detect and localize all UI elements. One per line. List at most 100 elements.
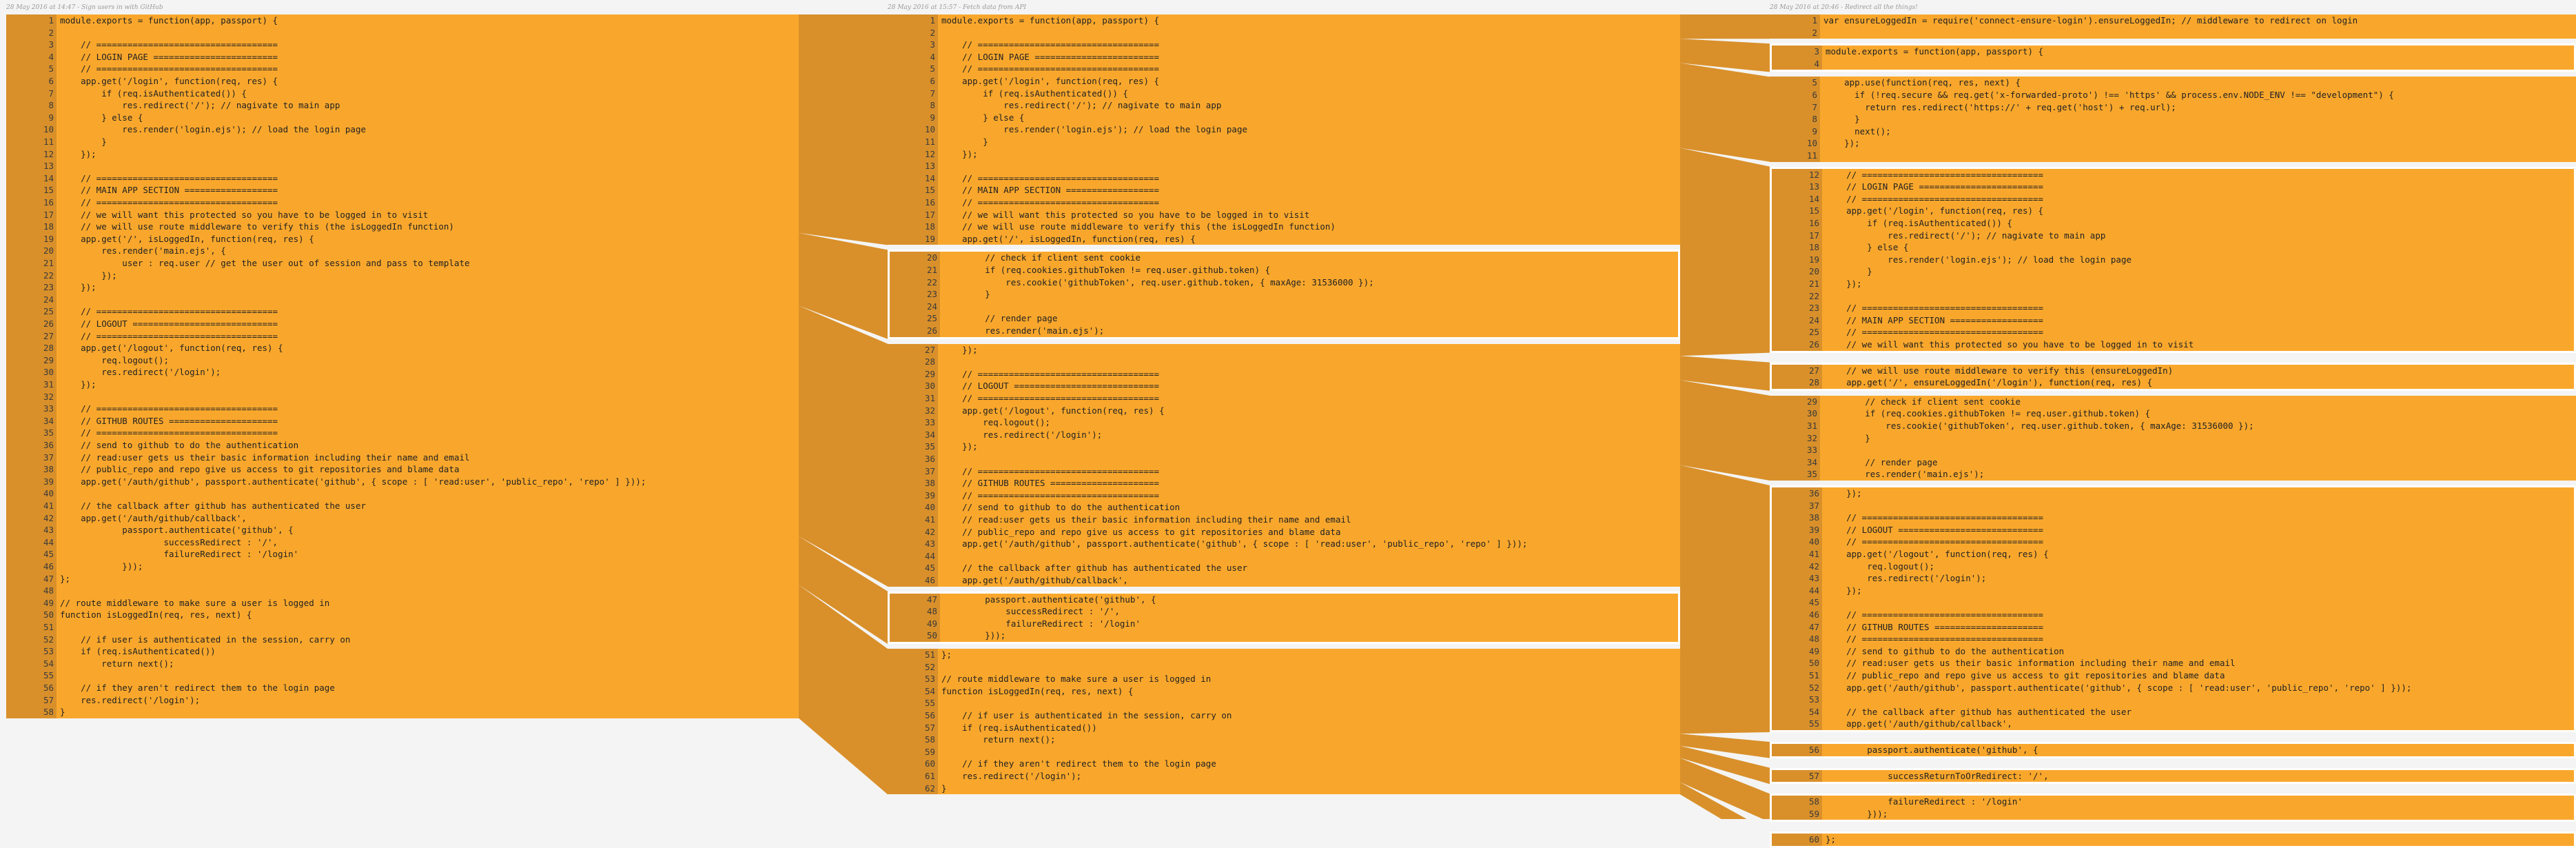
line-number: 37 xyxy=(6,451,57,464)
code-text: // route middleware to make sure a user … xyxy=(60,597,330,608)
code-line: 27 // we will use route middleware to ve… xyxy=(1772,364,2574,377)
diff-connector-ribbon xyxy=(799,14,888,245)
code-text: successRedirect : '/', xyxy=(943,606,1120,617)
code-line: 26 res.render('main.ejs'); xyxy=(890,324,1678,337)
code-line: 6 app.get('/login', function(req, res) { xyxy=(888,75,1680,88)
code-line: 10 }); xyxy=(1770,137,2576,150)
code-line: 46 app.get('/auth/github/callback', xyxy=(888,574,1680,587)
line-number: 40 xyxy=(1772,536,1822,548)
code-line: 24 xyxy=(6,293,799,306)
code-line: 17 // we will want this protected so you… xyxy=(6,208,799,221)
line-number: 18 xyxy=(1772,241,1822,254)
line-number: 56 xyxy=(1772,744,1822,756)
code-text: res.redirect('/'); // nagivate to main a… xyxy=(941,100,1222,111)
code-line: 58 failureRedirect : '/login' xyxy=(1772,796,2574,808)
code-line: 19 res.render('login.ejs'); // load the … xyxy=(1772,253,2574,266)
line-number: 17 xyxy=(888,208,938,221)
line-number: 41 xyxy=(1772,548,1822,561)
code-text: } xyxy=(1823,114,1860,125)
code-line: 48 xyxy=(6,585,799,597)
code-line: 13 xyxy=(6,160,799,172)
line-number: 25 xyxy=(6,305,57,318)
line-number: 38 xyxy=(888,477,938,489)
code-line: 55 xyxy=(6,669,799,682)
code-line: 23 }); xyxy=(6,281,799,294)
line-number: 14 xyxy=(888,172,938,185)
line-number: 53 xyxy=(1772,694,1822,706)
code-line: 27 // ==================================… xyxy=(6,330,799,343)
code-line: 14 // ==================================… xyxy=(888,172,1680,185)
code-line: 41 app.get('/logout', function(req, res)… xyxy=(1772,548,2574,561)
code-text: app.get('/', isLoggedIn, function(req, r… xyxy=(941,233,1196,244)
line-number: 54 xyxy=(1772,705,1822,718)
code-line: 40 // send to github to do the authentic… xyxy=(888,501,1680,514)
line-number: 23 xyxy=(890,288,940,301)
code-line: 47 // GITHUB ROUTES ====================… xyxy=(1772,620,2574,634)
line-number: 47 xyxy=(890,593,940,606)
code-line: 36 xyxy=(888,452,1680,465)
line-number: 28 xyxy=(1772,376,1822,389)
code-line: 39 app.get('/auth/github', passport.auth… xyxy=(6,475,799,488)
code-line: 13 // LOGIN PAGE =======================… xyxy=(1772,181,2574,193)
code-line: 44 successRedirect : '/', xyxy=(6,536,799,549)
code-line: 52 // if user is authenticated in the se… xyxy=(6,633,799,646)
code-line: 22 xyxy=(1772,290,2574,303)
diff-connector-ribbon xyxy=(1680,39,1770,72)
code-line: 48 successRedirect : '/', xyxy=(890,605,1678,618)
code-text: // =================================== xyxy=(941,465,1160,476)
diff-connector-ribbon xyxy=(1680,14,1770,39)
code-line: 39 // ==================================… xyxy=(888,489,1680,502)
line-number: 11 xyxy=(888,136,938,148)
code-text: } else { xyxy=(60,112,143,123)
line-number: 43 xyxy=(1772,572,1822,585)
line-number: 14 xyxy=(6,172,57,185)
code-text: // send to github to do the authenticati… xyxy=(941,502,1180,513)
code-line: 31 res.cookie('githubToken', req.user.gi… xyxy=(1770,419,2576,432)
line-number: 48 xyxy=(890,605,940,618)
code-text: }); xyxy=(1826,585,1862,596)
code-text: // check if client sent cookie xyxy=(1823,396,2021,407)
code-text: // =================================== xyxy=(60,306,278,317)
line-number: 24 xyxy=(890,300,940,313)
code-text: res.render('main.ejs', { xyxy=(60,245,226,256)
code-text: res.redirect('/login'); xyxy=(60,367,221,378)
line-number: 2 xyxy=(1770,26,1820,39)
line-number: 38 xyxy=(6,463,57,476)
line-number: 26 xyxy=(6,318,57,330)
line-number: 42 xyxy=(1772,560,1822,573)
code-line: 18 } else { xyxy=(1772,241,2574,254)
diff-connector-ribbon xyxy=(1680,380,1770,481)
code-line: 28 app.get('/logout', function(req, res)… xyxy=(6,342,799,354)
code-text: res.redirect('/login'); xyxy=(1826,573,1987,584)
code-line: 17 // we will want this protected so you… xyxy=(888,208,1680,221)
code-text: passport.authenticate('github', { xyxy=(943,594,1156,605)
diff-connector-ribbon xyxy=(1680,734,1770,758)
line-number: 45 xyxy=(1772,596,1822,609)
code-text: app.get('/login', function(req, res) { xyxy=(60,76,278,86)
line-number: 39 xyxy=(1772,523,1822,536)
diff-connector-ribbon xyxy=(799,536,888,644)
code-line: 30 res.redirect('/login'); xyxy=(6,366,799,378)
code-text: res.redirect('/login'); xyxy=(941,429,1103,440)
code-line: 25 // render page xyxy=(890,312,1678,325)
diff-connectors xyxy=(799,14,1770,819)
line-number: 62 xyxy=(888,782,938,795)
code-line: 32 xyxy=(6,390,799,403)
line-number: 31 xyxy=(1770,419,1820,432)
code-text: res.redirect('/'); // nagivate to main a… xyxy=(60,100,340,111)
line-number: 42 xyxy=(6,512,57,525)
code-line: 10 res.render('login.ejs'); // load the … xyxy=(888,123,1680,136)
line-number: 50 xyxy=(890,629,940,642)
code-text: if (req.isAuthenticated()) { xyxy=(60,88,247,99)
code-text: if (req.isAuthenticated()) { xyxy=(1826,217,2012,228)
line-number: 4 xyxy=(1772,57,1822,70)
code-line: 29 // check if client sent cookie xyxy=(1770,395,2576,408)
code-text: module.exports = function(app, passport)… xyxy=(1826,46,2044,57)
line-number: 22 xyxy=(6,269,57,282)
code-line: 45 failureRedirect : '/login' xyxy=(6,548,799,561)
code-line: 8 res.redirect('/'); // nagivate to main… xyxy=(888,99,1680,112)
code-line: 49 failureRedirect : '/login' xyxy=(890,617,1678,630)
line-number: 56 xyxy=(6,682,57,694)
